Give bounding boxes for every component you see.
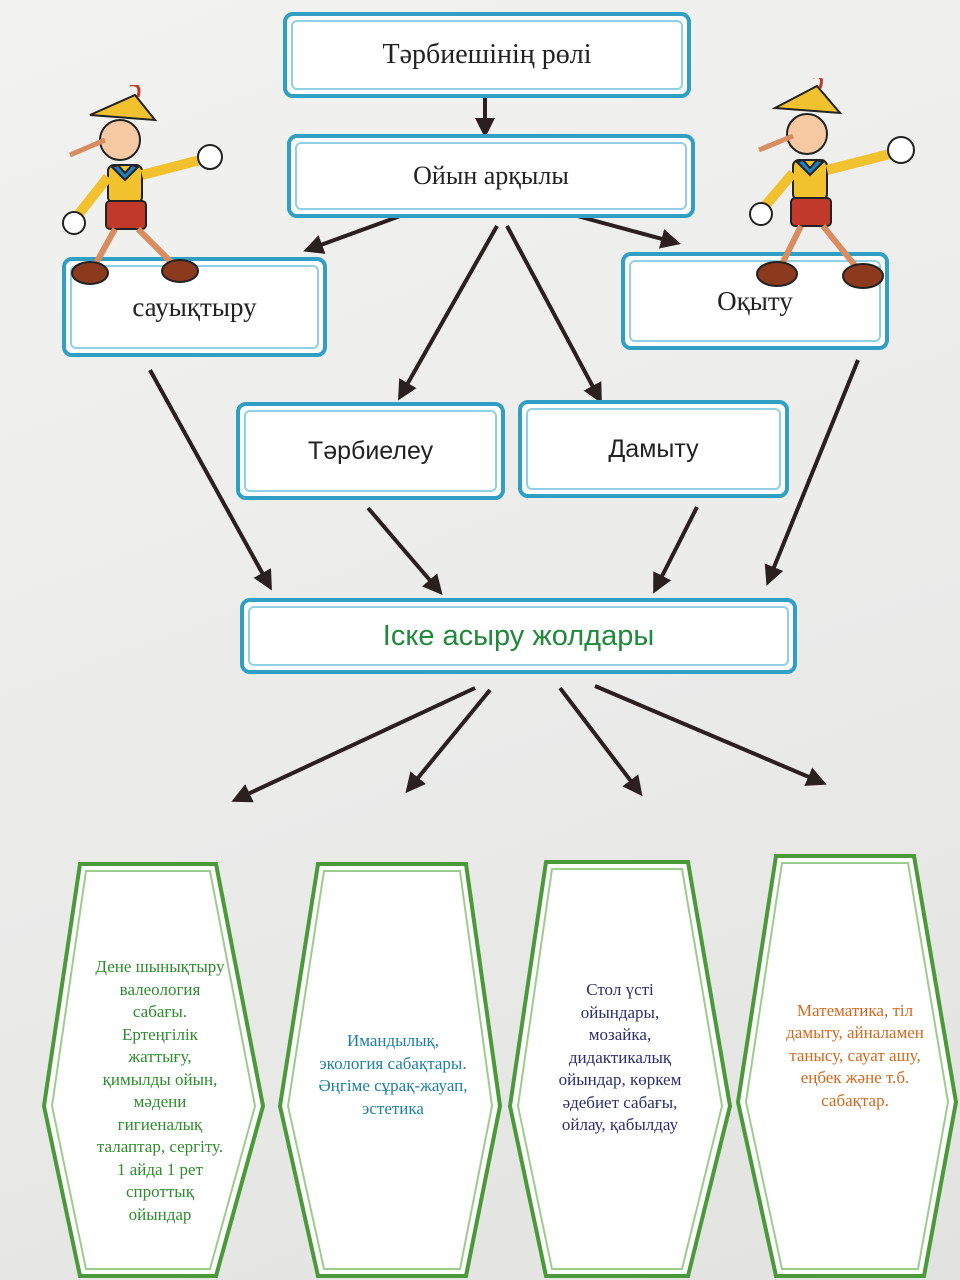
arrow-method-to-upbringing [398, 225, 499, 401]
outcome-text-3: Стол үсті ойындары, мозайка, дидактикалы… [558, 980, 682, 1135]
outcome-hexagon-1 [41, 862, 266, 1278]
teaching-label: Оқыту [717, 285, 793, 316]
method-label: Ойын арқылы [413, 161, 569, 190]
outcome-hexagon-3 [507, 860, 733, 1278]
implementation-label: Іске асыру жолдары [382, 619, 655, 652]
upbringing-box: Тәрбиелеу [236, 402, 505, 500]
pinocchio-figure-left [62, 85, 223, 285]
method-box: Ойын арқылы [287, 134, 695, 218]
outcome-text-4: Математика, тіл дамыту, айналамен танысу… [786, 1000, 924, 1110]
teaching-box: Оқыту [621, 252, 889, 350]
arrow-implementation-to-outcome-2 [405, 688, 492, 794]
pinocchio-figure-right [749, 78, 915, 289]
root-box: Тәрбиешінің рөлі [283, 12, 691, 98]
outcome-hexagon-2 [277, 862, 503, 1278]
arrow-method-to-development [505, 225, 602, 404]
outcome-text-2: Имандылық, экология сабақтары. Әңгіме сұ… [318, 1031, 468, 1118]
root-label: Тәрбиешінің рөлі [382, 39, 592, 70]
arrow-upbringing-to-implementation [366, 506, 443, 596]
health-label: сауықтыру [132, 291, 257, 322]
arrow-implementation-to-outcome-1 [231, 686, 476, 803]
arrow-implementation-to-outcome-4 [594, 684, 827, 786]
development-box: Дамыту [518, 400, 789, 498]
development-label: Дамыту [608, 434, 699, 463]
arrow-development-to-implementation [653, 506, 699, 594]
arrow-health-to-implementation [148, 369, 272, 591]
arrow-method-to-teaching [569, 212, 681, 249]
outcome-text-1: Дене шынықтыру валеология сабағы. Ертеңг… [95, 957, 225, 1224]
upbringing-label: Тәрбиелеу [307, 436, 434, 465]
outcome-hexagon-4 [735, 854, 959, 1278]
arrow-method-to-health [303, 214, 401, 254]
arrow-implementation-to-outcome-3 [558, 686, 643, 797]
arrow-teaching-to-implementation [764, 359, 860, 586]
implementation-box: Іске асыру жолдары [240, 598, 797, 674]
